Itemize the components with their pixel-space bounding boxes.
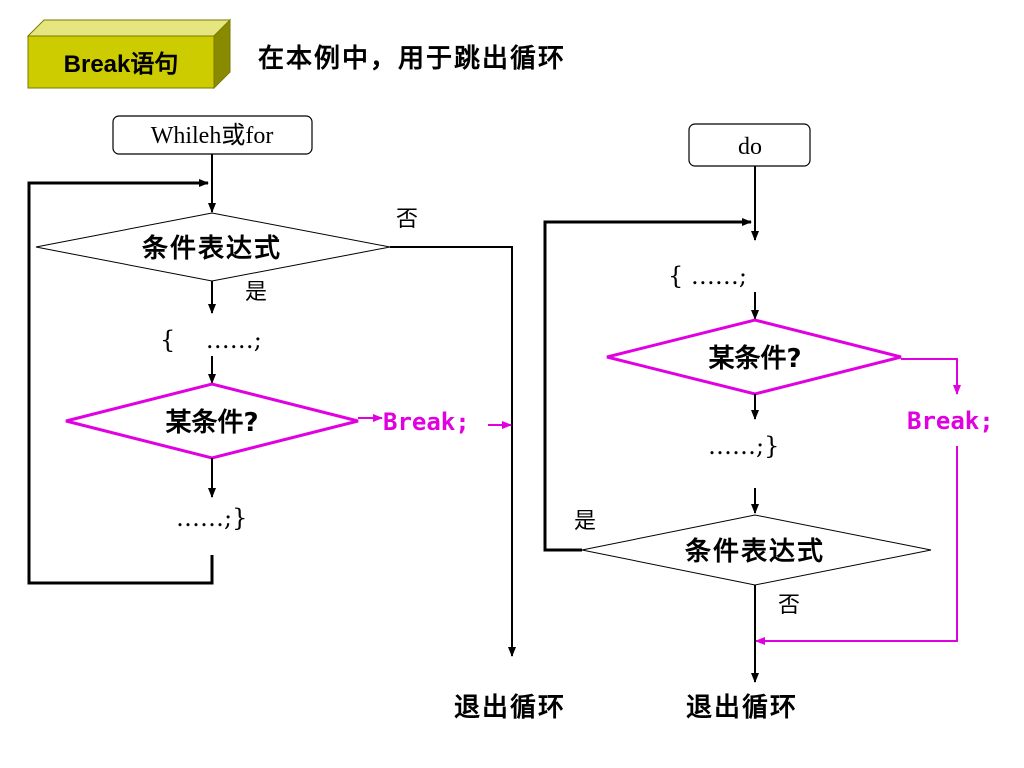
badge-front-face [27, 35, 215, 89]
badge: Break语句 [26, 18, 232, 90]
left-tail-label: ……;} [176, 504, 247, 532]
badge-label: Break语句 [64, 51, 179, 78]
left-body-label: { ……; [160, 326, 262, 354]
left-break-label: Break; [383, 408, 470, 436]
right-break-arrow-in [901, 358, 961, 395]
left-exit-label: 退出循环 [454, 693, 566, 723]
left-loop-path [27, 179, 214, 585]
right-exit-label: 退出循环 [686, 693, 798, 723]
right-tail-label: ……;} [708, 432, 779, 460]
page-title: 在本例中，用于跳出循环 [258, 44, 567, 74]
right-yes-label: 是 [574, 509, 596, 534]
right-check-label: 某条件? [708, 344, 801, 374]
left-check-label: 某条件? [165, 408, 258, 438]
left-yes-label: 是 [245, 280, 267, 305]
right-start-box [688, 123, 811, 167]
right-start-label: do [738, 134, 762, 160]
left-check-diamond [65, 382, 359, 460]
right-break-path-out [755, 446, 958, 645]
left-no-label: 否 [396, 207, 418, 232]
right-check-diamond [606, 318, 902, 396]
right-no-label: 否 [778, 593, 800, 618]
left-flowchart: Whileh或for 条件表达式 否 是 { ……; 某条件? Break; …… [27, 115, 566, 723]
left-condition-label: 条件表达式 [142, 234, 282, 264]
right-break-label: Break; [907, 407, 994, 435]
right-condition-diamond [581, 514, 932, 586]
left-start-label: Whileh或for [151, 122, 274, 149]
left-no-path [390, 246, 516, 657]
right-condition-label: 条件表达式 [685, 537, 825, 567]
right-flowchart: do { ……; 某条件? Break; ……;} 条件表达式 是 否 退出循环 [543, 123, 994, 723]
right-loop-path [543, 218, 752, 552]
badge-top-face [26, 19, 232, 37]
right-body-label: { ……; [668, 262, 747, 290]
